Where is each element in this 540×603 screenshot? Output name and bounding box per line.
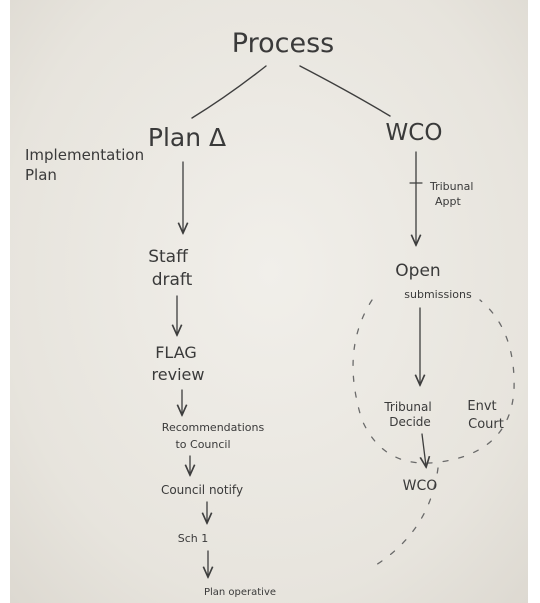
step-open-submissions: Open submissions: [395, 261, 472, 301]
alt-envt-court-line2: Court: [468, 417, 504, 432]
step-recommendations: Recommendations to Council: [162, 421, 265, 451]
left-branch-title: Plan Δ: [148, 123, 226, 152]
step-wco-final-line1: WCO: [403, 478, 438, 494]
step-staff-draft-line2: draft: [152, 270, 193, 290]
step-tribunal-decide: Tribunal Decide: [383, 400, 431, 429]
diagram-title: Process: [232, 28, 334, 59]
step-plan-operative: Plan operative: [204, 587, 276, 598]
edge-title-to-wco: [299, 65, 391, 117]
edge-label-appt: Appt: [435, 195, 461, 208]
title-node: Process: [232, 28, 334, 59]
step-recommendations-line2: to Council: [175, 438, 230, 451]
alt-envt-court: Envt Court: [467, 399, 503, 432]
step-sch-1: Sch 1: [178, 532, 209, 545]
edge-label-tribunal: Tribunal: [429, 180, 473, 193]
edge-title-to-plan: [191, 65, 267, 119]
step-staff-draft: Staff draft: [148, 247, 192, 290]
step-open-submissions-line2: submissions: [404, 288, 472, 301]
side-note-line2: Plan: [25, 166, 57, 184]
step-recommendations-line1: Recommendations: [162, 421, 265, 434]
step-wco-final: WCO: [403, 478, 438, 494]
step-council-notify: Council notify: [161, 483, 243, 497]
step-plan-operative-line1: Plan operative: [204, 587, 276, 598]
dashed-loop: [352, 299, 515, 464]
step-tribunal-decide-line1: Tribunal: [383, 400, 431, 414]
step-flag-review-line1: FLAG: [155, 343, 197, 362]
arrow-tribunal-to-wco: [422, 433, 426, 466]
right-branch-title: WCO: [386, 120, 443, 146]
step-staff-draft-line1: Staff: [148, 247, 189, 267]
step-flag-review: FLAG review: [152, 343, 205, 384]
step-flag-review-line2: review: [152, 365, 205, 384]
step-sch-1-line1: Sch 1: [178, 532, 209, 545]
step-council-notify-line1: Council notify: [161, 483, 243, 497]
step-open-submissions-line1: Open: [395, 261, 440, 281]
side-note-line1: Implementation: [25, 146, 144, 164]
alt-envt-court-line1: Envt: [467, 399, 496, 414]
step-tribunal-decide-line2: Decide: [389, 415, 431, 429]
